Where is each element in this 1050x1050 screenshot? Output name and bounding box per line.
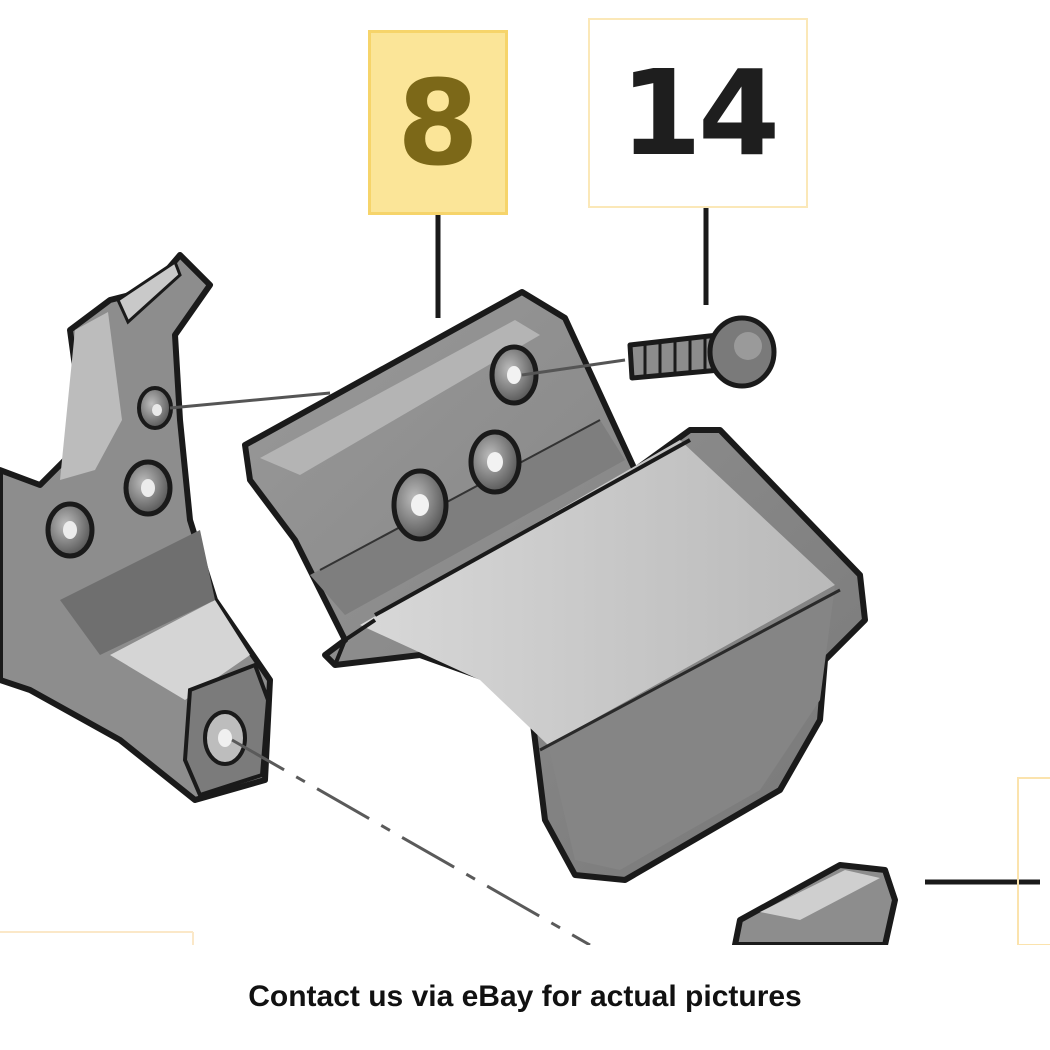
lower-right-part xyxy=(732,862,898,945)
shield-hole-left xyxy=(391,468,449,542)
caption: Contact us via eBay for actual pictures xyxy=(248,980,802,1013)
callout-8: 8 xyxy=(368,30,508,215)
heat-shield xyxy=(242,289,868,883)
callout-number-14: 14 xyxy=(619,44,780,182)
shield-hole-upper xyxy=(489,344,539,406)
assembly-line-bolt xyxy=(521,358,626,377)
bracket-nut-upper xyxy=(137,386,173,430)
adjacent-callout-box-right xyxy=(1017,777,1050,945)
callout-14: 14 xyxy=(588,18,808,208)
parts-diagram xyxy=(0,188,1050,945)
shield-hole-right xyxy=(468,429,522,495)
callout-number-8: 8 xyxy=(396,53,480,192)
assembly-line-bracket-shield xyxy=(169,391,331,410)
bracket-nut-lower xyxy=(45,501,95,559)
bracket-nut-middle xyxy=(123,459,173,517)
mounting-bolt xyxy=(627,315,777,389)
mounting-bracket xyxy=(0,252,273,803)
axis-centerline xyxy=(231,738,591,945)
